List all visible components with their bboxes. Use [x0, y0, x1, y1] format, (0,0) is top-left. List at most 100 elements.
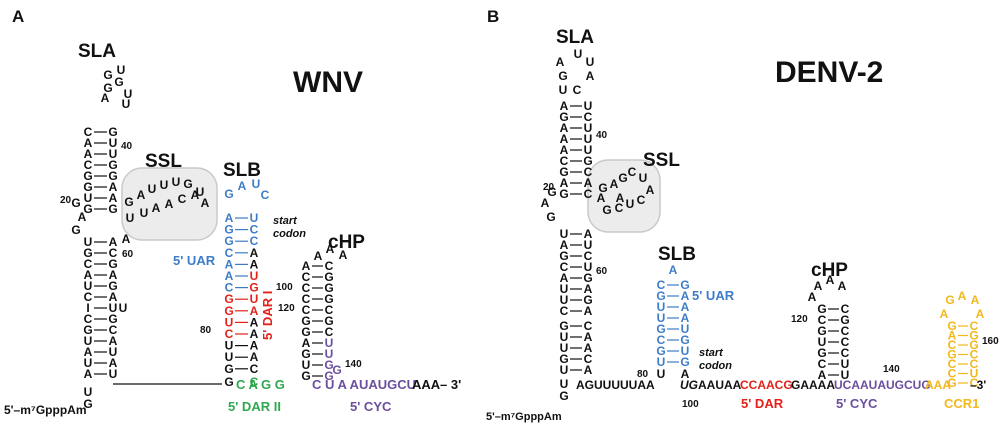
loop-nucleotide: A [238, 179, 247, 193]
bulge-nucleotide: A [122, 232, 131, 246]
nt-80-b: 80 [637, 369, 649, 380]
stem-nucleotide: U [657, 300, 666, 314]
nt-160-b: 160 [982, 336, 999, 347]
stem-nucleotide: A [681, 300, 690, 314]
stem-nucleotide: U [681, 322, 690, 336]
stem-nucleotide: A [109, 268, 118, 282]
stem-nucleotide: A [109, 290, 118, 304]
stem-nucleotide: U [109, 301, 118, 315]
stem-nucleotide: A [109, 334, 118, 348]
stem-nucleotide: A [250, 339, 259, 353]
stem-nucleotide: G [324, 281, 333, 295]
panel-b-letter: B [487, 7, 499, 26]
stem-nucleotide: U [84, 279, 93, 293]
stem-nucleotide: G [559, 352, 568, 366]
stem-nucleotide: G [680, 278, 689, 292]
loop-nucleotide: A [339, 248, 348, 262]
stem-nucleotide: C [818, 313, 827, 327]
stem-nucleotide: U [657, 311, 666, 325]
panel-a-title: WNV [293, 66, 363, 99]
stem-nucleotide: G [680, 333, 689, 347]
stem-nucleotide: U [584, 238, 593, 252]
dar2-label: 5' DAR II [228, 399, 281, 414]
panel-a-letter: A [12, 7, 24, 26]
ssl-label-b: SSL [643, 150, 680, 171]
stem-nucleotide: A [109, 191, 118, 205]
stem-nucleotide: G [108, 257, 117, 271]
stem-nucleotide: G [108, 202, 117, 216]
bulge-nucleotide: G [546, 210, 555, 224]
stem-nucleotide: C [250, 223, 259, 237]
ssl-nucleotide: G [183, 177, 192, 191]
tail-nucleotide: G [83, 397, 92, 411]
nt-140: 140 [345, 359, 362, 370]
stem-nucleotide: U [225, 350, 234, 364]
stem-nucleotide: G [559, 249, 568, 263]
stem-nucleotide: G [656, 322, 665, 336]
stem-nucleotide: A [681, 311, 690, 325]
loop-nucleotide: A [808, 290, 817, 304]
stem-nucleotide: U [560, 293, 569, 307]
nt-80: 80 [200, 325, 212, 336]
ssl-nucleotide: U [639, 171, 648, 185]
slb-label: SLB [223, 160, 261, 181]
ccr1-label-b: CCR1 [944, 396, 979, 411]
stem-nucleotide: U [109, 345, 118, 359]
loop-nucleotide: U [124, 87, 133, 101]
nt-20: 20 [60, 195, 72, 206]
ssl-nucleotide: U [172, 175, 181, 189]
loop-nucleotide: U [586, 55, 595, 69]
stem-nucleotide: A [584, 363, 593, 377]
stem-nucleotide: G [83, 202, 92, 216]
loop-nucleotide: G [114, 75, 123, 89]
stem-nucleotide: C [560, 304, 569, 318]
stem-nucleotide: G [680, 355, 689, 369]
stem-nucleotide: U [657, 367, 666, 381]
slb-label-b: SLB [658, 244, 696, 265]
stem-nucleotide: C [325, 259, 334, 273]
stem-nucleotide: A [584, 227, 593, 241]
stem-nucleotide: U [84, 235, 93, 249]
stem-nucleotide: U [560, 282, 569, 296]
stem-nucleotide: U [560, 227, 569, 241]
stem-nucleotide: G [332, 363, 341, 377]
stem-nucleotide: A [250, 350, 259, 364]
nt-40-b: 40 [596, 130, 608, 141]
ssl-label: SSL [145, 151, 182, 172]
stem-nucleotide: G [301, 369, 310, 383]
stem-nucleotide: A [681, 289, 690, 303]
nt-100-b: 100 [682, 399, 699, 410]
stem-nucleotide: C [325, 303, 334, 317]
ssl-nucleotide: C [615, 201, 624, 215]
stem-nucleotide: A [84, 345, 93, 359]
stem-nucleotide: C [109, 323, 118, 337]
stem-nucleotide: U [584, 132, 593, 146]
uar-label-b: 5' UAR [692, 288, 735, 303]
ssl-nucleotide: G [618, 171, 627, 185]
ssl-nucleotide: U [126, 211, 135, 225]
ssl-nucleotide: A [201, 196, 210, 210]
start-label-b: start [699, 347, 724, 359]
stem-nucleotide: A [84, 147, 93, 161]
stem-nucleotide: C [657, 278, 666, 292]
stem-nucleotide: G [656, 344, 665, 358]
ssl-halo [121, 167, 218, 241]
stem-nucleotide: G [559, 110, 568, 124]
stem-nucleotide: A [584, 176, 593, 190]
stem-nucleotide: G [817, 324, 826, 338]
stem-nucleotide: G [969, 329, 978, 343]
stem-nucleotide: A [84, 268, 93, 282]
stem-nucleotide: U [970, 367, 979, 381]
ssl-nucleotide: C [637, 193, 646, 207]
stem-nucleotide: A [584, 341, 593, 355]
stem-nucleotide: G [249, 281, 258, 295]
stem-nucleotide: U [225, 315, 234, 329]
stem-nucleotide: A [302, 259, 311, 273]
stem-nucleotide: U [325, 336, 334, 350]
stem-nucleotide: C [225, 327, 234, 341]
ssl-nucleotide: G [124, 195, 133, 209]
stem-nucleotide: G [108, 312, 117, 326]
